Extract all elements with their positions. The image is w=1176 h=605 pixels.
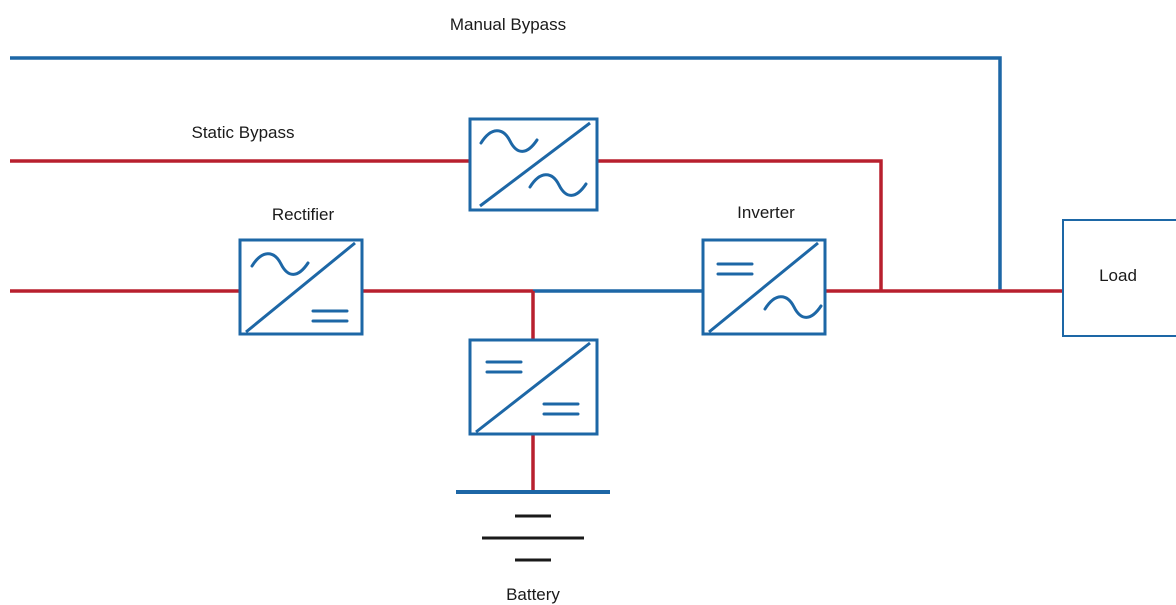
load-box bbox=[1062, 219, 1176, 337]
battery-icon bbox=[456, 490, 610, 562]
inverter-icon bbox=[701, 238, 827, 336]
inverter-label: Inverter bbox=[737, 203, 795, 222]
manual-bypass-label: Manual Bypass bbox=[450, 15, 566, 34]
static-switch-converter-icon bbox=[468, 117, 599, 212]
static-bypass-line-out bbox=[597, 159, 883, 291]
battery-label: Battery bbox=[506, 585, 560, 604]
load-label: Load bbox=[1099, 266, 1137, 285]
static-bypass-label: Static Bypass bbox=[192, 123, 295, 142]
rectifier-label: Rectifier bbox=[272, 205, 335, 224]
manual-bypass-line bbox=[10, 56, 1002, 291]
battery-converter-icon bbox=[468, 338, 599, 436]
rectifier-icon bbox=[238, 238, 364, 336]
